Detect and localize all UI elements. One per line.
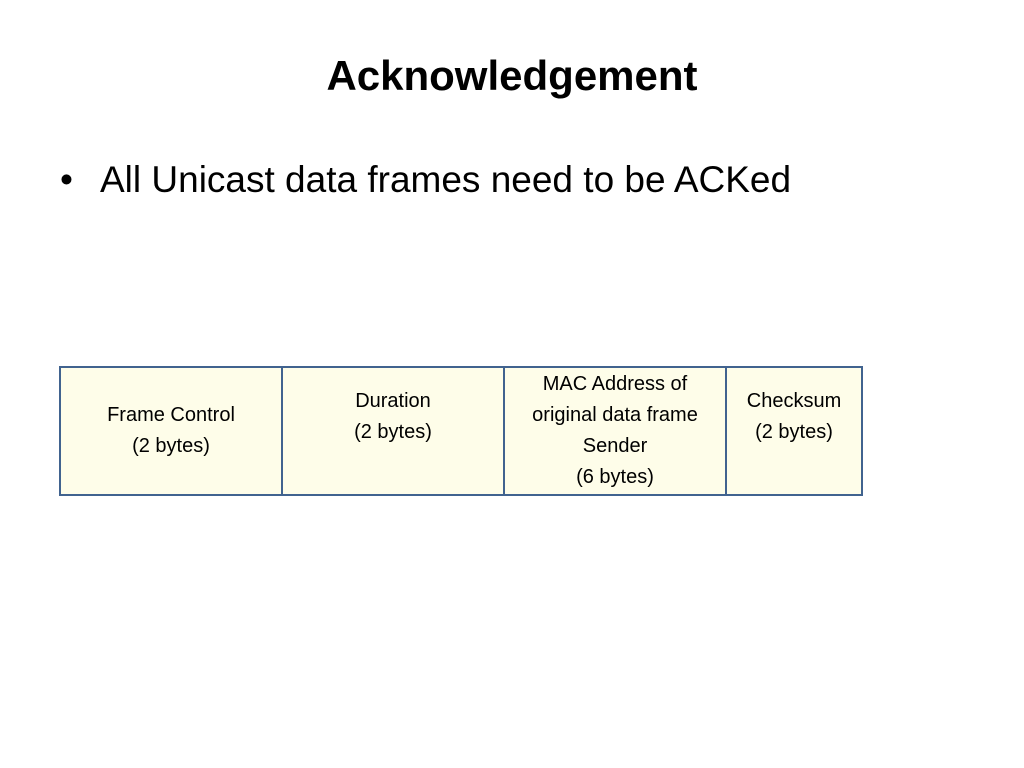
bullet-item: • All Unicast data frames need to be ACK…	[60, 150, 960, 210]
bullet-list: • All Unicast data frames need to be ACK…	[60, 150, 960, 210]
field-label: Frame Control	[107, 404, 235, 426]
bullet-text: All Unicast data frames need to be ACKed	[100, 159, 792, 200]
field-duration: Duration (2 bytes)	[283, 368, 505, 494]
field-label: Duration	[355, 390, 431, 412]
field-frame-control: Frame Control (2 bytes)	[61, 368, 283, 494]
field-label: Sender	[582, 435, 648, 457]
field-mac-address: MAC Address of original data frame Sende…	[505, 368, 727, 494]
field-checksum: Checksum (2 bytes)	[727, 368, 861, 494]
slide-title: Acknowledgement	[326, 52, 698, 99]
field-size: (2 bytes)	[755, 421, 833, 443]
field-label: Checksum	[746, 390, 842, 412]
field-size: (2 bytes)	[132, 435, 210, 457]
field-label: original data frame	[532, 404, 698, 426]
bullet-marker: •	[60, 159, 73, 200]
field-size: (2 bytes)	[354, 421, 432, 443]
field-size: (6 bytes)	[576, 466, 654, 488]
ack-frame-diagram: Frame Control (2 bytes) Duration (2 byte…	[59, 366, 863, 496]
field-label: MAC Address of	[542, 373, 688, 395]
